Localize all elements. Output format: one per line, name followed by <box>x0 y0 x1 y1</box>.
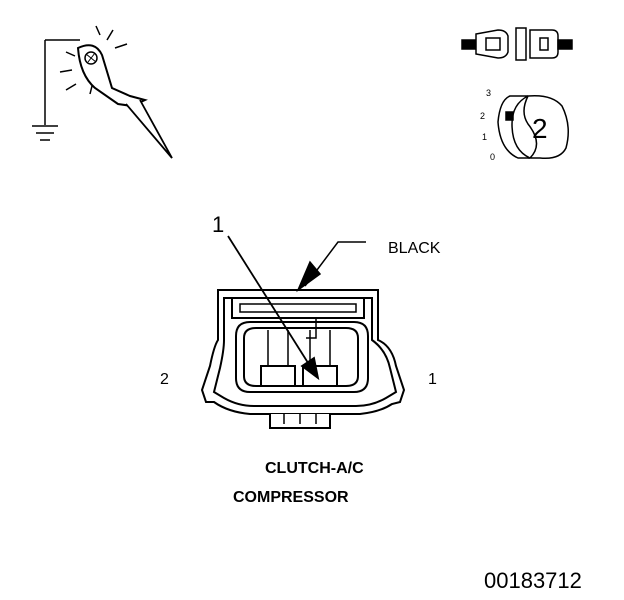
caption-line-2: COMPRESSOR <box>233 489 349 506</box>
test-light-probe-icon <box>32 25 173 159</box>
caption-line-1: CLUTCH-A/C <box>265 460 364 477</box>
connector-pair-icon <box>461 27 573 61</box>
ignition-scale-2: 2 <box>480 111 486 121</box>
figure-id: 00183712 <box>484 568 582 593</box>
pin-left-label: 2 <box>160 371 169 388</box>
callout-leader <box>227 235 320 381</box>
pin-right-label: 1 <box>428 371 437 388</box>
connector-color-leader <box>296 241 366 293</box>
connector-body <box>200 289 406 429</box>
ignition-scale-3: 3 <box>486 88 492 98</box>
ignition-key-position: 2 <box>532 113 548 144</box>
ignition-scale-1: 1 <box>482 132 488 142</box>
ignition-switch-icon <box>497 94 569 160</box>
connector-color-label: BLACK <box>388 240 441 257</box>
ignition-scale-0: 0 <box>490 152 496 162</box>
callout-number: 1 <box>212 212 225 237</box>
